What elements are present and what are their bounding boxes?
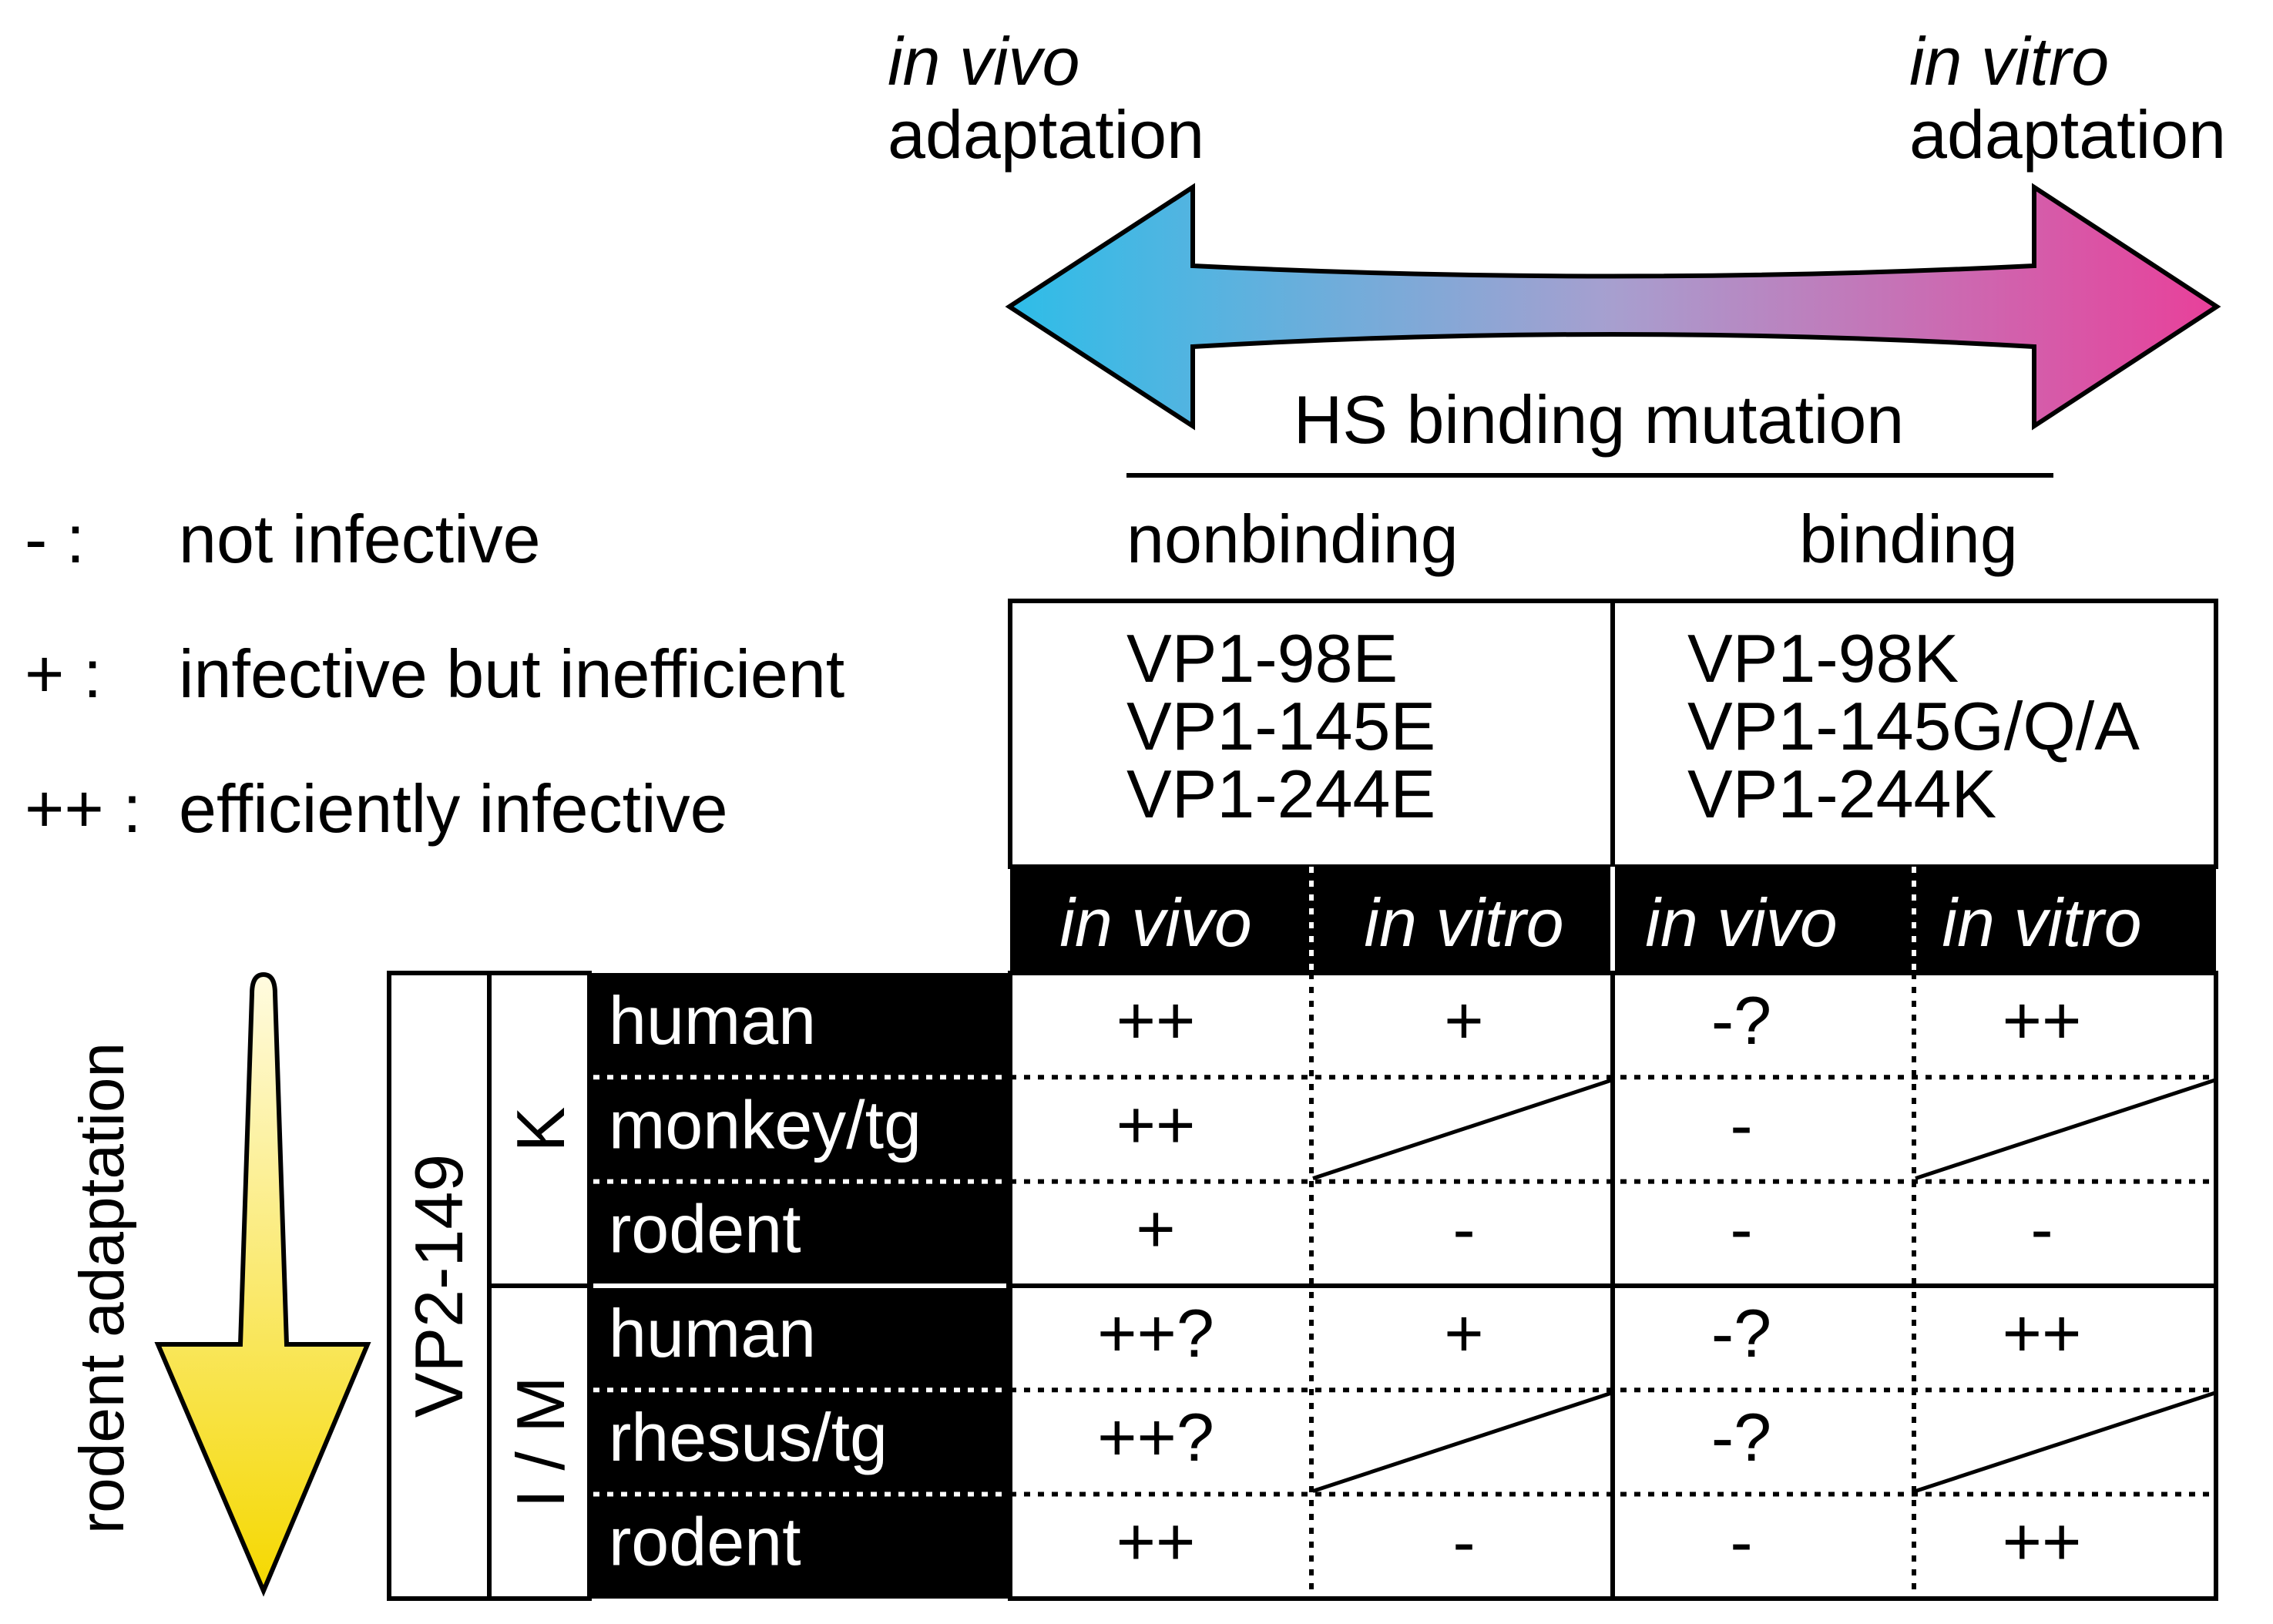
allele-box-im	[487, 1283, 592, 1601]
rodent-adaptation-label: rodent adaptation	[67, 1042, 137, 1534]
rodent-adaptation-arrow	[154, 971, 371, 1597]
host-label: human	[609, 1295, 816, 1371]
table-row: monkey/tg ++ -	[609, 1078, 2215, 1180]
not-tested-slash	[1312, 1078, 1612, 1180]
allele-label-k: K	[502, 1107, 579, 1153]
infectivity-cell: -?	[1711, 1295, 1771, 1371]
legend-text: infective but inefficient	[179, 636, 844, 712]
allele-box-k	[487, 971, 592, 1288]
data-grid-lines	[593, 973, 2216, 1599]
subheader-label: in vivo	[1059, 884, 1251, 961]
legend: - : not infective + : infective but ineffic…	[25, 501, 844, 847]
infectivity-cell: ++	[2003, 982, 2082, 1059]
mutation-item: VP1-244E	[1126, 756, 1435, 832]
infectivity-cell: -	[1730, 1191, 1752, 1267]
host-label: monkey/tg	[609, 1086, 922, 1163]
mutation-item: VP1-244K	[1687, 756, 1996, 832]
infectivity-cell: ++	[1116, 982, 1196, 1059]
table-row: rodent ++ - - ++	[609, 1504, 2081, 1580]
nonbinding-label: nonbinding	[1126, 501, 1459, 577]
subheader-label: in vitro	[1942, 884, 2141, 961]
infectivity-cell: -	[1730, 1504, 1752, 1580]
in-vitro-adaptation-label: adaptation	[1909, 96, 2226, 173]
legend-symbol: - :	[25, 501, 85, 577]
subheader-label: in vivo	[1645, 884, 1837, 961]
infectivity-cell: +	[1444, 1295, 1483, 1371]
mutation-item: VP1-145G/Q/A	[1687, 688, 2140, 764]
table-row: human+++-?++	[609, 982, 2081, 1059]
infectivity-cell: -	[1452, 1504, 1475, 1580]
legend-symbol: + :	[25, 636, 102, 712]
in-vivo-adaptation-label: adaptation	[888, 96, 1204, 173]
table-row: rhesus/tg ++? -?	[609, 1391, 2215, 1493]
table-row: rodent + - - -	[609, 1191, 2053, 1267]
host-label: rhesus/tg	[609, 1399, 888, 1475]
infectivity-cell: -	[1730, 1086, 1752, 1163]
mutation-item: VP1-98K	[1687, 620, 1959, 696]
legend-symbol: ++ :	[25, 770, 142, 847]
legend-text: not infective	[179, 501, 541, 577]
mutation-item: VP1-98E	[1126, 620, 1398, 696]
table-row: human ++? + -? ++	[609, 1295, 2081, 1371]
infectivity-cell: ++	[2003, 1295, 2082, 1371]
in-vitro-label: in vitro	[1909, 23, 2109, 99]
not-tested-slash	[1915, 1078, 2215, 1180]
infectivity-cell: -	[2030, 1191, 2053, 1267]
subheader-label: in vitro	[1364, 884, 1563, 961]
group-label-vp2-149: VP2-149	[401, 1154, 477, 1418]
mutation-item: VP1-145E	[1126, 688, 1435, 764]
infectivity-cell: ++	[2003, 1504, 2082, 1580]
binding-label: binding	[1799, 501, 2018, 577]
allele-label-im: I / M	[502, 1376, 579, 1508]
infectivity-cell: ++?	[1097, 1295, 1214, 1371]
infectivity-cell: ++	[1116, 1504, 1196, 1580]
infectivity-cell: -?	[1711, 982, 1771, 1059]
legend-text: efficiently infective	[179, 770, 728, 847]
mutation-title: HS binding mutation	[1294, 381, 1904, 458]
infectivity-cell: -	[1452, 1191, 1475, 1267]
data-rows: human+++-?++monkey/tg++-rodent+---human+…	[609, 982, 2215, 1580]
not-tested-slash	[1312, 1391, 1612, 1493]
not-tested-slash	[1915, 1391, 2215, 1493]
host-label: rodent	[609, 1191, 801, 1267]
host-label: rodent	[609, 1504, 801, 1580]
infectivity-cell: ++?	[1097, 1399, 1214, 1475]
group-label-box	[387, 971, 492, 1601]
infectivity-cell: +	[1136, 1191, 1175, 1267]
host-label: human	[609, 982, 816, 1059]
in-vivo-label: in vivo	[888, 23, 1079, 99]
infectivity-cell: -?	[1711, 1399, 1771, 1475]
subheaders: in vivo in vitro in vivo in vitro	[1059, 867, 2142, 973]
adaptation-double-arrow	[1005, 183, 2221, 431]
infectivity-cell: ++	[1116, 1086, 1196, 1163]
infectivity-cell: +	[1444, 982, 1483, 1059]
